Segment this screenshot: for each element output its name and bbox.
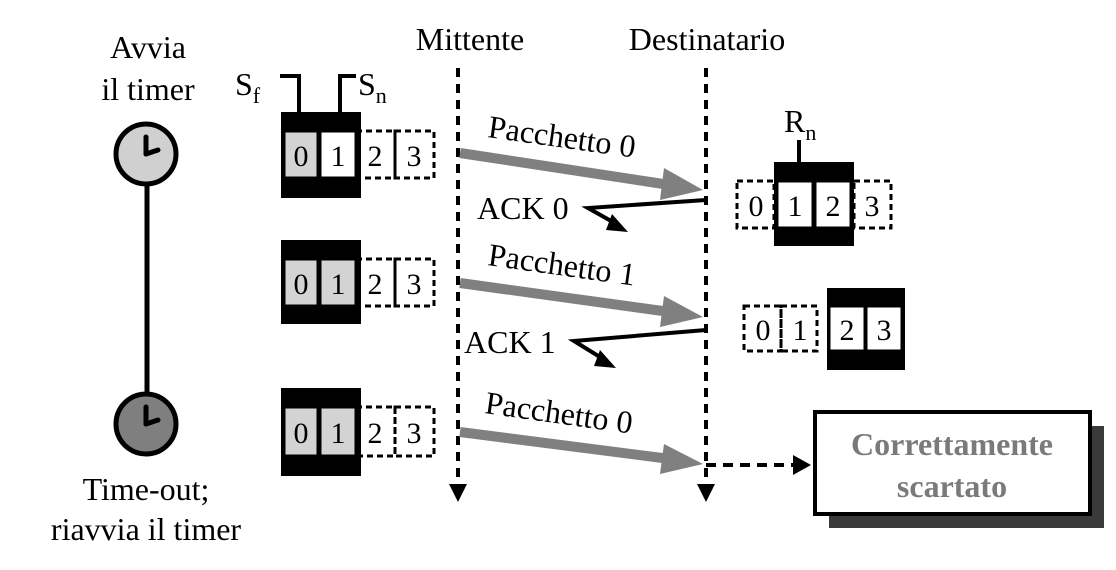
receiver-seq-2: 2 (826, 190, 841, 223)
sender-window-2: 0 1 2 3 (281, 240, 436, 324)
packet-3-arrow (459, 427, 671, 464)
receiver-seq-0: 0 (749, 190, 764, 223)
packet-2-arrow (459, 278, 671, 317)
receiver-seq-0: 0 (756, 314, 771, 347)
sf-pointer-label: Sf (235, 66, 261, 108)
receiver-cell (827, 304, 867, 353)
timeout-label-line2: riavvia il timer (51, 511, 242, 547)
clock-timeout-icon (113, 391, 179, 457)
sender-window-3: 0 1 2 3 (281, 388, 436, 476)
sender-seq-1: 1 (331, 140, 346, 173)
ack-2-arrow (567, 328, 707, 364)
sender-seq-0: 0 (294, 417, 309, 450)
packet-2-label: Pacchetto 1 (486, 236, 638, 292)
sender-seq-2: 2 (368, 268, 383, 301)
receiver-cell (864, 304, 904, 353)
sn-label: Sn (358, 66, 387, 108)
ack-2-arrowhead (594, 350, 616, 368)
ack-1-arrow (581, 198, 707, 228)
sender-seq-3: 3 (407, 417, 422, 450)
sender-cell (282, 405, 320, 458)
timeout-label-line1: Time-out; (83, 471, 210, 507)
sender-cell (318, 257, 358, 308)
sender-window-1: 0 1 2 3 (281, 112, 436, 198)
receiver-window-2: 0 1 2 3 (742, 288, 905, 370)
sn-pointer-label: Sn (358, 66, 387, 108)
sender-cell (318, 405, 358, 458)
ack-1-arrowhead (606, 214, 628, 232)
receiver-seq-1: 1 (793, 314, 808, 347)
packet-3-label: Pacchetto 0 (483, 384, 635, 440)
sender-seq-2: 2 (368, 417, 383, 450)
receiver-timeline-arrowhead (697, 484, 715, 502)
sender-seq-0: 0 (294, 268, 309, 301)
ack-1-label: ACK 0 (477, 190, 569, 226)
rn-pointer-label: Rn (784, 103, 816, 145)
sender-cell (318, 129, 358, 180)
discard-arrowhead (793, 455, 811, 475)
receiver-cell (852, 179, 893, 230)
discard-box-frame (813, 410, 1092, 516)
receiver-header: Destinatario (629, 21, 785, 57)
receiver-seq-2: 2 (840, 314, 855, 347)
sender-cell (393, 405, 436, 458)
receiver-cell (813, 179, 853, 230)
sender-cell (282, 129, 320, 180)
receiver-window-1: 0 1 2 3 (735, 162, 893, 246)
timer-start-label-line1: Avvia (110, 29, 186, 65)
packet-3-arrowhead (660, 444, 703, 474)
sender-cell (393, 257, 436, 308)
receiver-seq-1: 1 (788, 190, 803, 223)
sender-cell (354, 129, 397, 180)
sender-seq-2: 2 (368, 140, 383, 173)
sender-cell (393, 129, 436, 180)
packet-2-arrowhead (660, 296, 703, 327)
timer-start-label-line2: il timer (101, 71, 195, 107)
sender-header: Mittente (416, 21, 524, 57)
sender-timeline-arrowhead (449, 484, 467, 502)
ack-2-label: ACK 1 (464, 324, 556, 360)
sender-cell (282, 257, 320, 308)
sender-cell (354, 257, 397, 308)
sender-seq-3: 3 (407, 268, 422, 301)
sf-label: Sf (235, 66, 261, 108)
discard-box: Correttamente scartato (813, 410, 1104, 528)
sender-seq-1: 1 (331, 417, 346, 450)
packet-1-arrow (459, 148, 671, 190)
receiver-seq-3: 3 (865, 190, 880, 223)
sender-seq-3: 3 (407, 140, 422, 173)
receiver-cell (742, 304, 783, 353)
sn-pointer-bracket (338, 74, 356, 116)
discard-text-line1: Correttamente (851, 426, 1053, 462)
receiver-seq-3: 3 (877, 314, 892, 347)
rn-label: Rn (784, 103, 816, 145)
sf-pointer-bracket (280, 74, 301, 116)
sender-seq-1: 1 (331, 268, 346, 301)
receiver-cell (775, 179, 815, 230)
sender-seq-0: 0 (294, 140, 309, 173)
discard-text-line2: scartato (897, 468, 1007, 504)
receiver-cell (735, 179, 776, 230)
packet-1-arrowhead (660, 168, 703, 200)
clock-start-icon (113, 121, 179, 187)
